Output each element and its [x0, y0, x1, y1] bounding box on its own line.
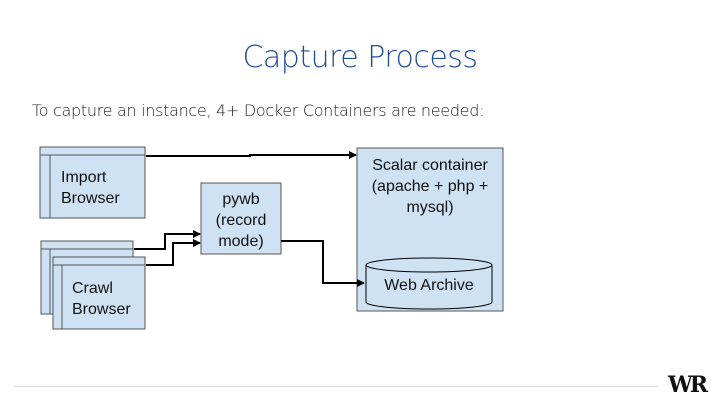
pywb-box — [200, 182, 282, 255]
slide-title: Capture Process — [242, 40, 478, 75]
web-archive-label: Web Archive — [384, 277, 474, 294]
slide-subtitle: To capture an instance, 4+ Docker Contai… — [32, 101, 485, 120]
wr-logo: WR — [668, 372, 708, 398]
scalar-container-label: Scalar container (apache + php + mysql) — [371, 157, 489, 216]
crawl-browser-box — [52, 256, 146, 330]
crawl-browser-label: Crawl Browser — [72, 280, 131, 318]
import-browser-box — [39, 146, 146, 219]
web-archive-cylinder — [365, 257, 493, 310]
import-browser-label: Import Browser — [61, 169, 120, 207]
arrow-crawl-back-to-pywb — [134, 230, 201, 250]
footer-divider — [14, 386, 658, 387]
arrow-crawl-to-pywb — [146, 239, 201, 266]
arrow-pywb-to-web-archive — [281, 240, 365, 287]
pywb-label: pywb (record mode) — [215, 191, 267, 250]
arrow-import-to-scalar — [146, 151, 357, 159]
